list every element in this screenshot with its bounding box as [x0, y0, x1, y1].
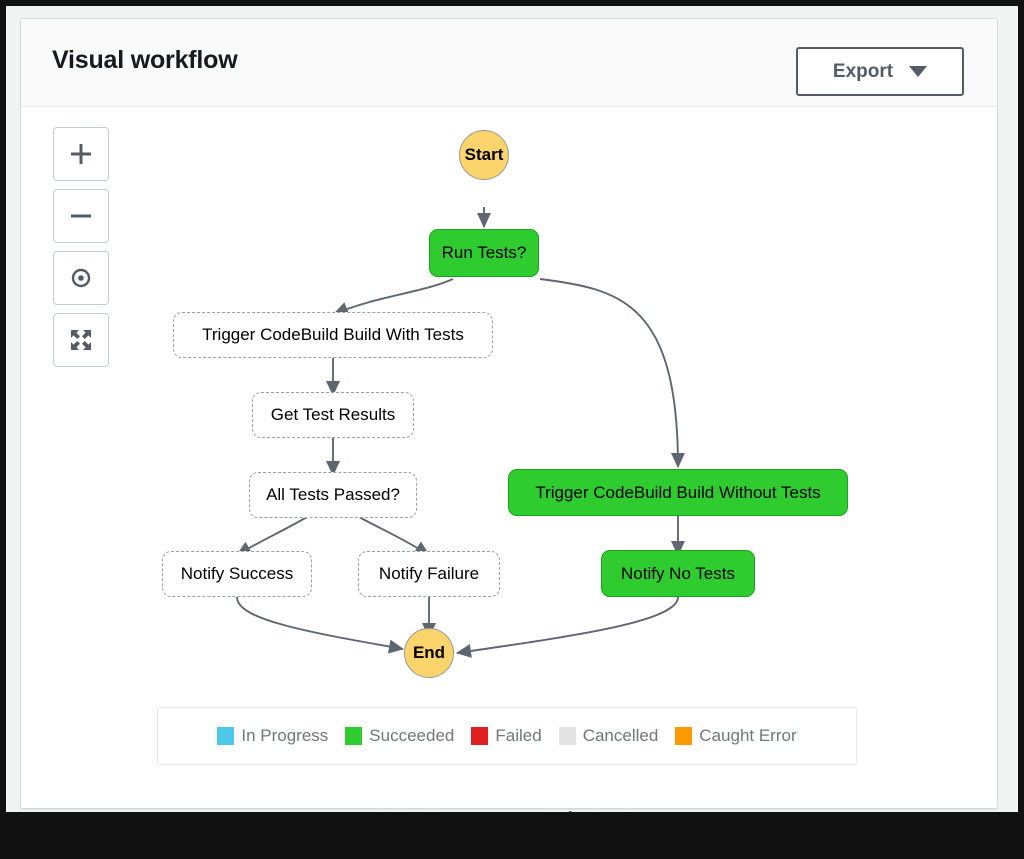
node-label: All Tests Passed? [266, 485, 400, 504]
center-button[interactable] [53, 251, 109, 305]
node-label: Run Tests? [441, 243, 527, 262]
legend-label: In Progress [241, 726, 329, 745]
edge-all-passed-to-notify-success [236, 516, 308, 556]
status-legend: In Progress Succeeded Failed Cancelled C… [157, 707, 857, 765]
fullscreen-button[interactable] [53, 313, 109, 367]
target-icon [71, 268, 91, 288]
zoom-in-button[interactable] [53, 127, 109, 181]
workflow-node-get-test-results[interactable]: Get Test Results [252, 392, 414, 438]
workflow-node-notify-failure[interactable]: Notify Failure [358, 551, 500, 597]
edge-notify-no-tests-to-end [455, 596, 679, 658]
edge-all-passed-to-notify-failure [358, 516, 430, 556]
legend-label: Failed [495, 726, 542, 745]
page-title: Visual workflow [52, 46, 238, 74]
node-label: Notify Success [180, 564, 294, 583]
zoom-out-button[interactable] [53, 189, 109, 243]
workflow-node-start[interactable]: Start [459, 130, 509, 180]
legend-item-cancelled: Cancelled [558, 726, 659, 746]
expand-arrows-icon [71, 330, 91, 350]
card-header: Visual workflow Export [21, 19, 997, 107]
chevron-down-icon [909, 66, 928, 77]
legend-swatch-icon [558, 727, 576, 745]
legend-item-in-progress: In Progress [217, 726, 328, 746]
visual-workflow-card: Visual workflow Export [20, 18, 998, 809]
legend-swatch-icon [471, 727, 489, 745]
legend-swatch-icon [217, 727, 235, 745]
node-label: End [412, 643, 446, 662]
legend-item-failed: Failed [471, 726, 542, 746]
workflow-node-notify-no-tests[interactable]: Notify No Tests [601, 550, 755, 597]
legend-label: Caught Error [699, 726, 797, 745]
legend-swatch-icon [675, 727, 693, 745]
workflow-node-all-tests-passed[interactable]: All Tests Passed? [249, 472, 417, 518]
edge-run-tests-to-trigger-without [539, 278, 686, 469]
workflow-edges [236, 207, 686, 658]
workflow-node-run-tests[interactable]: Run Tests? [429, 229, 539, 277]
export-button[interactable]: Export [796, 47, 964, 96]
minus-icon [71, 214, 91, 218]
legend-label: Cancelled [582, 726, 659, 745]
node-label: Get Test Results [270, 405, 396, 424]
workflow-node-end[interactable]: End [404, 628, 454, 678]
node-label: Notify Failure [378, 564, 480, 583]
legend-label: Succeeded [369, 726, 455, 745]
edge-run-tests-to-trigger-with [332, 278, 454, 316]
export-button-label: Export [832, 60, 894, 82]
workflow-canvas[interactable]: Start Run Tests? Trigger CodeBuild Build… [21, 107, 997, 807]
node-label: Start [464, 145, 504, 164]
edge-notify-success-to-end [236, 596, 405, 654]
workflow-node-notify-success[interactable]: Notify Success [162, 551, 312, 597]
plus-icon [71, 144, 91, 164]
legend-item-succeeded: Succeeded [345, 726, 454, 746]
node-label: Notify No Tests [620, 563, 735, 583]
torn-page-edge [0, 811, 1024, 859]
legend-item-caught-error: Caught Error [675, 726, 797, 746]
workflow-node-trigger-codebuild-build-without-tests[interactable]: Trigger CodeBuild Build Without Tests [508, 469, 848, 516]
canvas-controls [53, 127, 109, 367]
node-label: Trigger CodeBuild Build With Tests [202, 325, 464, 344]
node-label: Trigger CodeBuild Build Without Tests [535, 482, 821, 502]
workflow-node-trigger-codebuild-build-with-tests[interactable]: Trigger CodeBuild Build With Tests [173, 312, 493, 358]
legend-swatch-icon [345, 727, 363, 745]
